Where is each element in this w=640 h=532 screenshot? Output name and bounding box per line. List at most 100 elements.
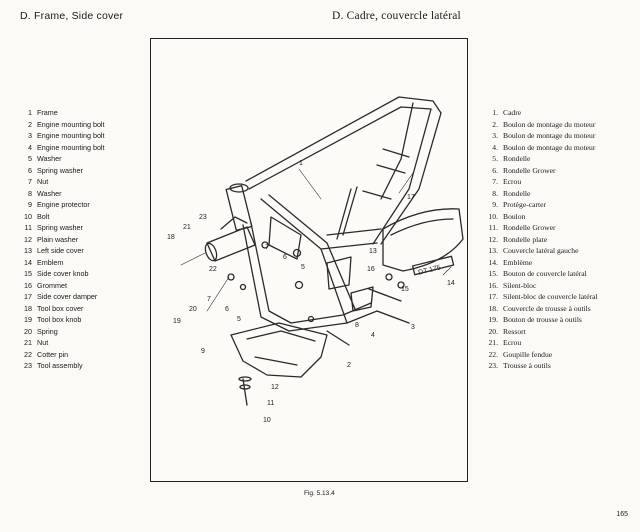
legend-fr-item-label: Emblème bbox=[503, 257, 533, 267]
legend-fr-item: 14.Emblème bbox=[486, 257, 533, 267]
legend-fr-item: 4.Boulon de montage du moteur bbox=[486, 143, 595, 152]
legend-fr-item: 10. Boulon bbox=[486, 211, 526, 221]
callout-4: 4 bbox=[371, 332, 375, 339]
legend-fr-item-label: Rondelle Grower bbox=[503, 165, 556, 175]
legend-en-item-number: 4 bbox=[28, 142, 32, 152]
callout-5a: 5 bbox=[301, 264, 305, 271]
page-number: 165 bbox=[616, 511, 628, 518]
legend-fr-item: 17.Silent-bloc de couvercle latéral bbox=[486, 292, 598, 301]
legend-en-item-label: Plain washer bbox=[37, 234, 79, 244]
callout-1: 1 bbox=[299, 160, 303, 167]
frame-exploded-view: 1 2 3 4 5 5 6 6 7 7 8 9 10 11 12 13 14 1… bbox=[167, 96, 464, 424]
legend-en-item: 13 Left side cover bbox=[18, 246, 84, 255]
legend-fr-item-number: 9. bbox=[492, 200, 498, 209]
legend-fr-item-number: 22. bbox=[488, 349, 499, 359]
legend-en-item-number: 16 bbox=[24, 280, 32, 290]
legend-en-item-number: 14 bbox=[24, 257, 32, 267]
legend-en-item-label: Nut bbox=[37, 177, 49, 186]
callout-5b: 5 bbox=[237, 316, 241, 323]
legend-en-item-number: 8 bbox=[28, 188, 32, 198]
legend-fr-item-label: Boulon de montage du moteur bbox=[503, 142, 596, 152]
legend-en-item-number: 22 bbox=[24, 349, 32, 359]
legend-en-item-label: Left side cover bbox=[37, 246, 84, 255]
legend-fr-item-number: 1. bbox=[492, 108, 498, 117]
legend-fr-item: 2.Boulon de montage du moteur bbox=[486, 120, 595, 129]
legend-en-item-number: 12 bbox=[24, 234, 32, 244]
exploded-parts-diagram: 1 2 3 4 5 5 6 6 7 7 8 9 10 11 12 13 14 1… bbox=[150, 38, 468, 482]
legend-fr-item: 13. Couvercle latéral gauche bbox=[486, 246, 579, 255]
callout-13: 13 bbox=[369, 248, 377, 255]
legend-en-item: 12 Plain washer bbox=[18, 235, 78, 244]
legend-fr-item: 20.Ressort bbox=[486, 327, 526, 336]
legend-fr-item-label: Ecrou bbox=[503, 177, 522, 186]
legend-fr-item-number: 16. bbox=[488, 280, 499, 290]
legend-fr-item-label: Goupille fendue bbox=[503, 349, 553, 359]
legend-fr-item-number: 12. bbox=[488, 234, 499, 244]
legend-en-item-number: 17 bbox=[24, 292, 32, 301]
legend-en-item-label: Spring bbox=[37, 326, 58, 336]
legend-fr-item-label: Rondelle Grower bbox=[503, 223, 556, 232]
legend-en-item-label: Washer bbox=[37, 154, 62, 163]
legend-fr-item-number: 6. bbox=[492, 165, 498, 175]
legend-fr-item-label: Couvercle de trousse à outils bbox=[503, 303, 591, 313]
legend-fr-item-label: Ecrou bbox=[503, 338, 522, 347]
legend-fr-item-label: Rondelle bbox=[503, 188, 531, 198]
legend-fr-item-number: 5. bbox=[492, 154, 498, 163]
legend-fr-item-number: 10. bbox=[488, 211, 499, 221]
legend-fr-item-label: Bouton de couvercle latéral bbox=[503, 269, 587, 278]
legend-fr-item-number: 13. bbox=[488, 246, 499, 255]
page-title-english: D. Frame, Side cover bbox=[20, 10, 124, 22]
legend-en-item: 19 Tool box knob bbox=[18, 315, 81, 324]
engine-protector bbox=[230, 322, 328, 378]
engine-mounting-bolt-4 bbox=[368, 288, 402, 302]
callout-19: 19 bbox=[173, 318, 181, 325]
legend-en-item-number: 23 bbox=[24, 361, 32, 370]
emblem bbox=[411, 255, 455, 276]
legend-fr-item-number: 18. bbox=[488, 303, 499, 313]
legend-en-item-label: Frame bbox=[37, 108, 58, 117]
legend-fr-item-label: Boulon bbox=[503, 211, 526, 221]
callout-10: 10 bbox=[263, 417, 271, 424]
legend-fr-item-label: Couvercle latéral gauche bbox=[503, 246, 579, 255]
legend-en-item-label: Engine protector bbox=[37, 200, 90, 209]
legend-fr-item: 23.Trousse à outils bbox=[486, 361, 551, 370]
legend-en-item: 11 Spring washer bbox=[18, 223, 83, 232]
legend-en-item-number: 15 bbox=[24, 269, 32, 278]
legend-fr-item-number: 20. bbox=[488, 326, 499, 336]
legend-en-item-number: 11 bbox=[24, 223, 32, 232]
legend-en-item-number: 19 bbox=[24, 315, 32, 324]
legend-en-item-label: Spring washer bbox=[37, 165, 83, 175]
legend-fr-item: 11.Rondelle Grower bbox=[486, 223, 556, 232]
callout-21: 21 bbox=[183, 224, 191, 231]
legend-en-item-label: Grommet bbox=[37, 280, 67, 290]
legend-fr-item-number: 21. bbox=[488, 338, 499, 347]
callout-17: 17 bbox=[407, 194, 415, 201]
legend-en-item-number: 5 bbox=[28, 154, 32, 163]
legend-fr-item: 18. Couvercle de trousse à outils bbox=[486, 304, 591, 313]
legend-fr-item-number: 15. bbox=[488, 269, 499, 278]
legend-en-item-label: Spring washer bbox=[37, 223, 83, 232]
legend-fr-item: 8.Rondelle bbox=[486, 189, 530, 198]
left-side-cover bbox=[382, 208, 464, 272]
legend-en-item-number: 10 bbox=[24, 211, 32, 221]
legend-fr-item-label: Trousse à outils bbox=[503, 361, 551, 370]
legend-en-item-label: Tool box cover bbox=[37, 303, 84, 313]
legend-fr-item-label: Protège-carter bbox=[503, 200, 547, 209]
legend-en-item-number: 3 bbox=[28, 131, 32, 140]
legend-en-item-number: 13 bbox=[24, 246, 32, 255]
legend-en-item-label: Cotter pin bbox=[37, 349, 69, 359]
legend-en-item-label: Nut bbox=[37, 338, 49, 347]
legend-en-item-label: Tool box knob bbox=[37, 315, 82, 324]
protector-bolt bbox=[242, 378, 248, 406]
callout-8: 8 bbox=[355, 322, 359, 329]
